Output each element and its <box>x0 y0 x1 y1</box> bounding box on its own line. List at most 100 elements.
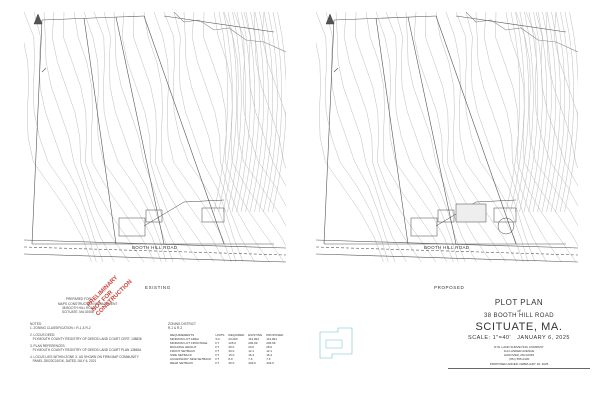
contour-line <box>203 12 285 263</box>
contour-line <box>227 12 242 213</box>
contour-line <box>213 12 286 247</box>
cell: REAR SETBACK <box>170 361 194 365</box>
contour-line <box>218 12 233 213</box>
contour-line <box>483 12 562 263</box>
title-block-address: 38 BOOTH HILL ROAD <box>484 313 554 319</box>
contour-line <box>355 12 436 263</box>
prepared-for-line-1: MAPS CONSTRUCTION MANAGEMENT <box>58 302 118 306</box>
contour-line <box>33 12 104 263</box>
property-line <box>41 15 145 21</box>
title-block-town: SCITUATE, MA. <box>475 321 563 333</box>
caption-proposed: PROPOSED <box>434 285 465 290</box>
contour-line <box>183 12 255 263</box>
zoning-col-header: REQUIRED <box>228 333 245 337</box>
contour-line <box>316 12 389 263</box>
existing-plan-svg <box>24 12 286 263</box>
garage-footprint <box>145 209 163 223</box>
cell: 15.0 <box>228 353 235 357</box>
cell: FT <box>215 361 220 365</box>
contour-line <box>233 12 286 207</box>
prepared-for-line-3: SCITUATE, MA 02066 <box>62 310 94 314</box>
zoning-col-header: REQUIREMENTS <box>170 333 195 337</box>
cell: FRONT SETBACK <box>170 349 196 353</box>
road-edge <box>24 239 286 249</box>
title-block-of: of <box>517 308 521 313</box>
cell: 35.0 <box>228 345 235 349</box>
contour-line <box>550 12 566 213</box>
contour-line <box>555 12 570 213</box>
contour-line <box>24 42 92 263</box>
contour-line <box>163 12 237 263</box>
note-line: PLYMOUTH COUNTY REGISTRY OF DEEDS LAND C… <box>30 337 142 341</box>
contour-line <box>240 12 256 213</box>
contour-line <box>515 12 578 227</box>
contour-line <box>495 12 577 263</box>
contour-line <box>153 12 232 263</box>
zoning-table: REQUIREMENTS UNITS REQUIRED EXISTING PRO… <box>168 333 285 365</box>
contour-line <box>43 12 115 263</box>
caption-existing: EXISTING <box>145 285 171 290</box>
property-line <box>435 15 517 245</box>
contour-line <box>545 12 578 169</box>
property-line <box>41 67 47 73</box>
driveway <box>143 199 225 227</box>
road-edge <box>316 253 578 263</box>
contour-line <box>505 12 521 213</box>
cell: 16.4 <box>266 353 273 357</box>
cell: FT <box>215 353 220 357</box>
existing-plan-drawing: BOOTH HILL ROAD EXISTING <box>24 12 286 290</box>
cell: 16.4 <box>248 353 255 357</box>
surveyor-line: 110 LANDER AVENUE <box>503 349 535 353</box>
note-line: PANEL 25023C0101K, DATED JULY 6, 2021 <box>30 359 97 363</box>
cell: SIDE SETBACK <box>170 353 192 357</box>
driveway <box>435 199 517 227</box>
title-block-title: PLOT PLAN <box>494 298 544 307</box>
cell: 12.1 <box>266 349 273 353</box>
contour-line <box>564 12 578 213</box>
contour-line <box>73 12 155 263</box>
contour-line <box>243 12 286 187</box>
cell: MINIMUM LOT AREA <box>170 337 199 341</box>
property-line <box>333 15 437 21</box>
shed-footprint <box>493 207 517 223</box>
cell: ACCESSORY SIDE SETBACK <box>170 357 212 361</box>
garage-footprint <box>437 209 455 223</box>
contour-line <box>425 12 507 263</box>
cell: 206.69 <box>266 341 276 345</box>
proposed-feature <box>497 217 515 235</box>
locus-sketch <box>319 327 353 359</box>
cell: 7.6 <box>266 357 271 361</box>
contour-line <box>465 12 536 263</box>
contour-line <box>523 12 539 213</box>
road-edge <box>24 253 286 263</box>
contour-line <box>263 12 278 213</box>
road-label-proposed: BOOTH HILL ROAD <box>424 245 470 250</box>
contour-line <box>537 12 552 213</box>
contour-line <box>335 12 407 263</box>
contour-line <box>254 12 269 213</box>
property-line <box>143 15 225 245</box>
contour-line <box>385 12 459 263</box>
cell: 113,094 <box>266 337 277 341</box>
zoning-district: R-1 & R-2 <box>168 326 183 330</box>
cell: 8.0 <box>228 357 233 361</box>
contour-line <box>475 12 547 263</box>
zoning-heading: ZONING DISTRICT <box>168 322 196 326</box>
cell: 206.69 <box>248 341 258 345</box>
contour-line <box>253 12 286 169</box>
cell: FT <box>215 349 220 353</box>
contour-line <box>325 12 396 263</box>
contour-line <box>258 12 274 213</box>
contour-line <box>514 12 530 213</box>
contour-line <box>245 12 260 213</box>
property-line <box>83 17 117 245</box>
contour-line <box>63 12 144 263</box>
contour-line <box>445 12 524 263</box>
contour-line <box>559 12 575 213</box>
property-line <box>31 19 43 245</box>
cell: 30.0 <box>228 349 235 353</box>
